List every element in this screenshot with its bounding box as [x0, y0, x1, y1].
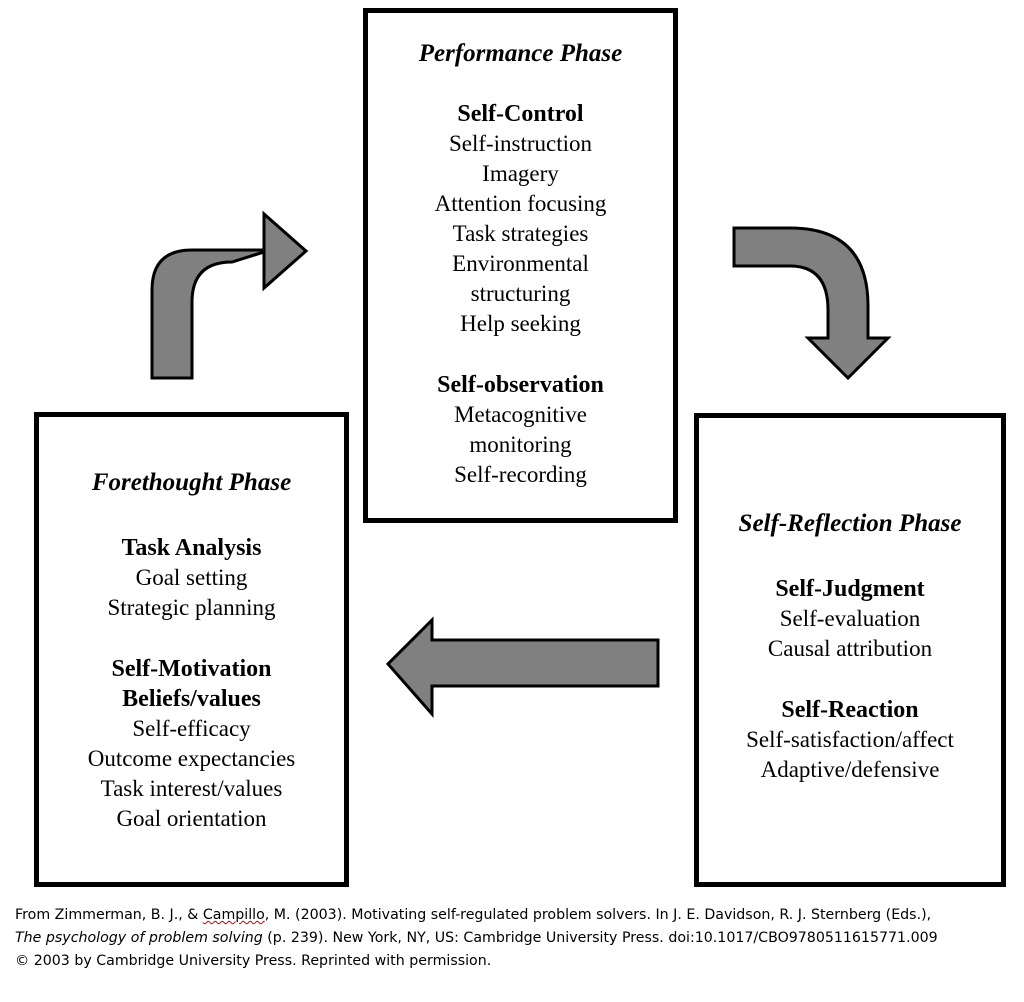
citation-text: , M. (2003). Motivating self-regulated p…	[264, 907, 932, 923]
list-item: Task interest/values	[100, 776, 283, 801]
self-reflection-phase-box: Self-Reflection Phase Self-Judgment Self…	[694, 413, 1006, 887]
curved-right-down-arrow	[732, 226, 892, 381]
citation: From Zimmerman, B. J., & Campillo, M. (2…	[15, 904, 1015, 973]
list-item: Adaptive/defensive	[760, 757, 940, 782]
list-item: Goal orientation	[116, 806, 267, 831]
section-heading: Self-Motivation	[111, 656, 272, 682]
section-heading: Task Analysis	[121, 535, 262, 561]
list-item: Attention focusing	[434, 191, 607, 216]
left-arrow	[385, 616, 660, 718]
phase-title: Self-Reflection Phase	[738, 510, 962, 537]
section-subheading: Beliefs/values	[122, 686, 261, 712]
list-item: Environmental	[452, 251, 589, 276]
citation-book-title: The psychology of problem solving	[15, 930, 263, 946]
list-item: Metacognitive	[454, 402, 587, 427]
citation-author-name: Campillo	[202, 907, 265, 923]
list-item: Outcome expectancies	[87, 746, 296, 771]
citation-line-2: The psychology of problem solving (p. 23…	[15, 927, 1015, 950]
list-item: Causal attribution	[767, 636, 933, 661]
citation-line-1: From Zimmerman, B. J., & Campillo, M. (2…	[15, 904, 1015, 927]
list-item: Self-efficacy	[132, 716, 251, 741]
list-item: Self-instruction	[448, 131, 593, 156]
forethought-phase-box: Forethought Phase Task Analysis Goal set…	[34, 412, 349, 887]
phase-title: Forethought Phase	[91, 469, 292, 496]
section-heading: Self-Judgment	[775, 576, 925, 602]
citation-text: (p. 239). New York, NY, US: Cambridge Un…	[262, 930, 938, 946]
citation-text: From Zimmerman, B. J., &	[15, 907, 203, 923]
section-heading: Self-observation	[437, 372, 604, 398]
list-item: Self-satisfaction/affect	[746, 727, 954, 752]
list-item: monitoring	[469, 432, 572, 457]
list-item: Imagery	[482, 161, 559, 186]
performance-phase-box: Performance Phase Self-Control Self-inst…	[363, 8, 678, 523]
phase-title: Performance Phase	[418, 40, 623, 67]
citation-line-3: © 2003 by Cambridge University Press. Re…	[15, 953, 492, 969]
list-item: Self-evaluation	[779, 606, 921, 631]
section-heading: Self-Reaction	[781, 697, 919, 723]
list-item: Strategic planning	[107, 595, 276, 620]
list-item: Help seeking	[460, 311, 581, 336]
list-item: Self-recording	[454, 462, 587, 487]
list-item: Goal setting	[135, 565, 248, 590]
section-heading: Self-Control	[457, 101, 584, 127]
list-item: structuring	[470, 281, 571, 306]
curved-up-right-arrow	[150, 210, 309, 380]
list-item: Task strategies	[452, 221, 589, 246]
